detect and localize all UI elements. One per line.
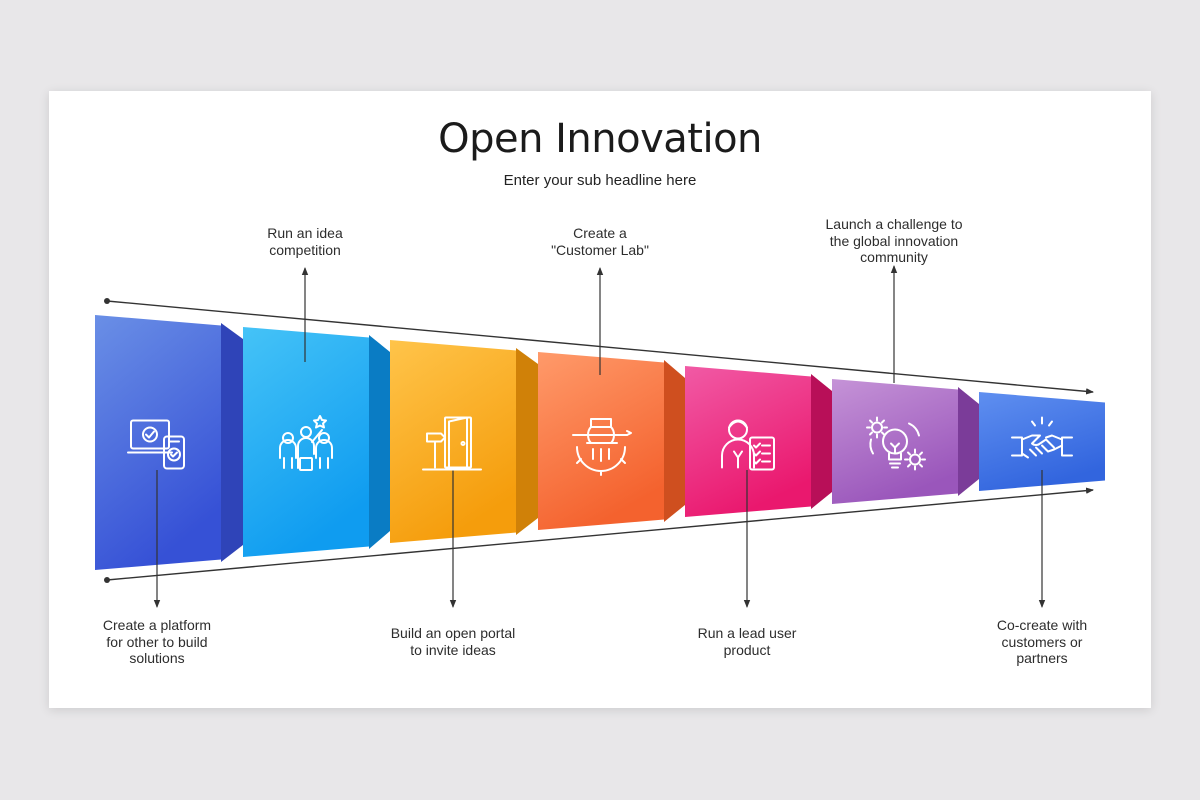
step-front-face <box>390 340 516 543</box>
step-side-face <box>221 323 243 562</box>
lightbulb-gears-icon <box>866 416 926 471</box>
bottom-funnel-arrow <box>106 487 1094 581</box>
team-star-icon <box>279 415 333 471</box>
step-caption: Run an idea competition <box>267 225 343 258</box>
step-caption: Create a "Customer Lab" <box>551 225 649 258</box>
step-caption: Create a platform for other to build sol… <box>102 617 212 666</box>
step-caption: Co-create with customers or partners <box>996 617 1088 666</box>
funnel-step-1 <box>95 315 243 570</box>
funnel-step-3 <box>390 340 538 543</box>
step-side-face <box>516 348 538 535</box>
laptop-checklist-icon <box>127 419 185 470</box>
hand-pencil-gear-icon <box>572 418 632 476</box>
open-door-icon <box>422 416 482 471</box>
funnel-step-4 <box>538 352 685 530</box>
funnel-step-2 <box>243 327 390 557</box>
funnel-step-5 <box>685 366 832 517</box>
step-caption: Build an open portal to invite ideas <box>390 625 516 658</box>
funnel-step-6 <box>832 379 979 504</box>
step-side-face <box>369 335 390 549</box>
step-caption: Run a lead user product <box>697 625 797 658</box>
user-checklist-icon <box>721 419 775 471</box>
step-side-face <box>958 387 979 496</box>
step-side-face <box>811 374 832 509</box>
step-front-face <box>95 315 221 570</box>
step-caption: Launch a challenge to the global innovat… <box>825 216 963 265</box>
step-front-face <box>538 352 664 530</box>
step-side-face <box>664 360 685 522</box>
slide-subtitle: Enter your sub headline here <box>503 172 697 189</box>
handshake-icon <box>1011 416 1073 459</box>
step-front-face <box>685 366 811 517</box>
step-front-face <box>243 327 369 557</box>
step-front-face <box>832 379 958 504</box>
slide-title: Open Innovation <box>438 116 762 162</box>
